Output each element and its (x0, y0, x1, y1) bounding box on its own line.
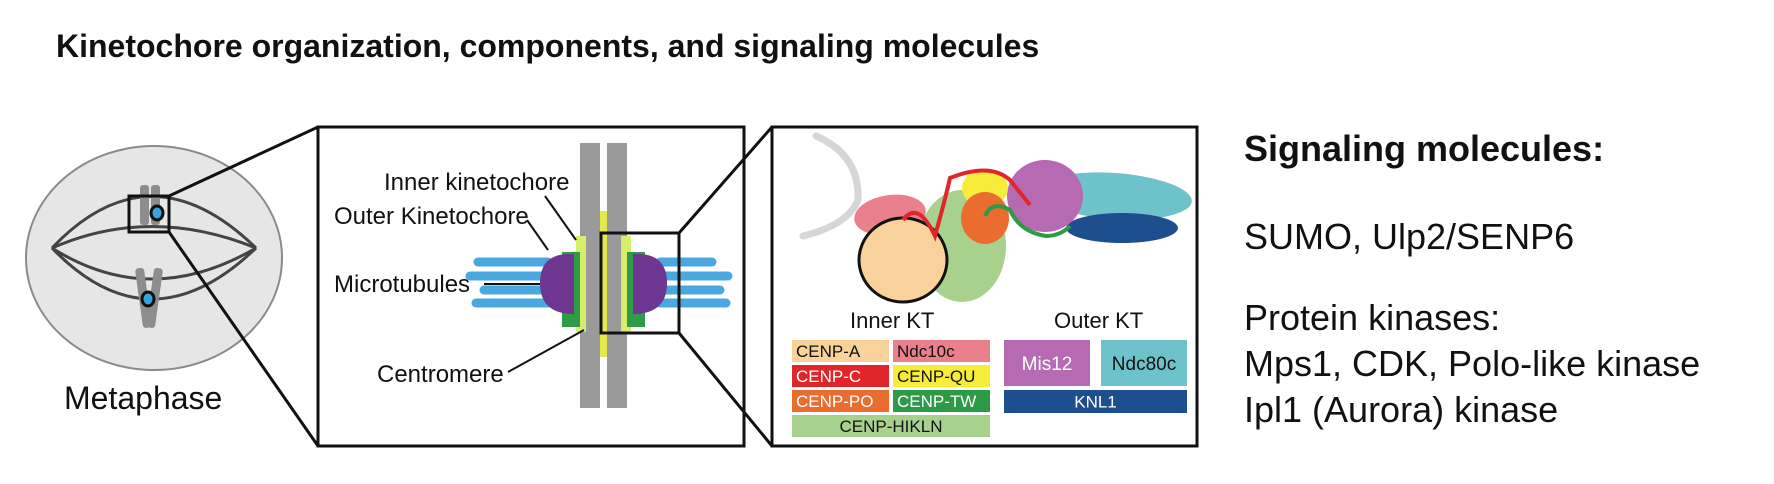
legend-item-ndc10c: Ndc10c (893, 340, 990, 362)
legend-swatch-knl1 (1004, 390, 1187, 413)
legend-label-ndc80c: Ndc80c (1112, 354, 1176, 375)
kinetochore-dot-lower (140, 290, 156, 308)
legend-swatch-cenp-po (792, 390, 889, 412)
legend-swatch-cenp-tw (893, 390, 990, 412)
label-leader-lines (484, 195, 585, 373)
mis12-shape (1007, 160, 1083, 232)
legend-item-knl1: KNL1 (1004, 390, 1187, 413)
microtubules-left (465, 257, 553, 308)
legend-item-cenp-a: CENP-A (792, 340, 889, 362)
label-outer-kinetochore: Outer Kinetochore (334, 203, 529, 230)
signaling-line-protein-kinases: Protein kinases: (1244, 297, 1501, 338)
legend-swatch-cenp-hikln (792, 415, 990, 437)
legend-item-mis12: Mis12 (1004, 340, 1090, 386)
signaling-heading: Signaling molecules: (1244, 128, 1605, 169)
signaling-line-ipl1: Ipl1 (Aurora) kinase (1244, 389, 1559, 430)
legend-swatch-cenp-qu (893, 365, 990, 387)
signaling-line-sumo: SUMO, Ulp2/SENP6 (1244, 216, 1575, 257)
legend-label-cenp-a: CENP-A (796, 342, 861, 361)
zoom-lines-1 (167, 125, 320, 447)
legend-swatch-cenp-a (792, 340, 889, 362)
cenp-c-strand (901, 168, 1032, 242)
chromatid-left (580, 143, 600, 408)
outer-kt-label: Outer KT (1054, 308, 1143, 333)
signaling-line-mps1-cdk-polo: Mps1, CDK, Polo-like kinase (1244, 343, 1701, 384)
cenp-po-shape (961, 192, 1009, 244)
legend-swatch-ndc80c (1101, 340, 1187, 386)
legend-swatch-cenp-c (792, 365, 889, 387)
zoom-lines-2 (677, 126, 774, 447)
zoom-box-small (127, 194, 171, 234)
metaphase-cell: Metaphase (25, 145, 283, 416)
kinetochore-dot-upper (149, 204, 165, 222)
chromatid-right (607, 143, 627, 408)
kinetochore-protein-right (633, 253, 667, 314)
legend-label-cenp-c: CENP-C (796, 367, 861, 386)
legend-label-ndc10c: Ndc10c (897, 342, 955, 361)
label-inner-kinetochore: Inner kinetochore (384, 169, 569, 196)
legend-item-cenp-qu: CENP-QU (893, 365, 990, 387)
inner-kt-label: Inner KT (850, 308, 934, 333)
legend-item-cenp-c: CENP-C (792, 365, 889, 387)
kinetochore-structure (799, 132, 1192, 304)
label-centromere: Centromere (377, 361, 504, 388)
zoom-box-medium (599, 231, 681, 335)
legend-label-cenp-qu: CENP-QU (897, 367, 975, 386)
legend-label-cenp-tw: CENP-TW (897, 392, 976, 411)
legend-label-knl1: KNL1 (1074, 393, 1117, 412)
knl1-shape (1066, 213, 1178, 243)
inner-kinetochore-right (621, 236, 631, 332)
legend-label-cenp-hikln: CENP-HIKLN (840, 417, 943, 436)
metaphase-label: Metaphase (64, 380, 222, 416)
cenp-tw-strand (983, 204, 1072, 239)
legend-item-cenp-po: CENP-PO (792, 390, 889, 412)
legend-item-cenp-tw: CENP-TW (893, 390, 990, 412)
dna-strand (799, 132, 862, 240)
legend-label-cenp-po: CENP-PO (796, 392, 873, 411)
legend-item-ndc80c: Ndc80c (1101, 340, 1187, 386)
legend-item-cenp-hikln: CENP-HIKLN (792, 415, 990, 437)
kinetochore-protein-left (540, 253, 574, 314)
legend-swatch-ndc10c (893, 340, 990, 362)
chromosome-panel: Inner kinetochore Outer Kinetochore Micr… (316, 125, 746, 448)
label-microtubules: Microtubules (334, 271, 470, 298)
legend-label-mis12: Mis12 (1022, 354, 1073, 375)
legend-swatch-mis12 (1004, 340, 1090, 386)
figure-title: Kinetochore organization, components, an… (56, 28, 1040, 64)
microtubules-right (655, 257, 733, 308)
cell-body (25, 145, 283, 371)
inner-kinetochore-left (576, 236, 586, 332)
